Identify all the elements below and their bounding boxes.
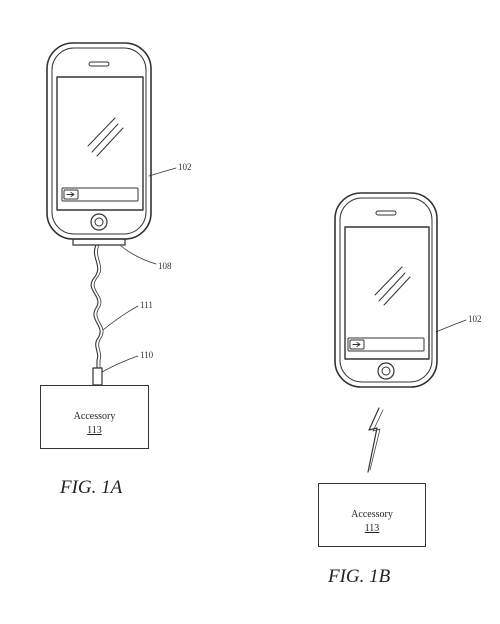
wireless-link-icon [367, 407, 380, 473]
fig1a-ref-device: 102 [178, 162, 192, 172]
fig1a-speaker-slot [88, 61, 110, 67]
fig1b-screen-glare [374, 266, 411, 306]
fig1b-home-button-inner [381, 366, 391, 376]
fig1a-accessory-label: Accessory [73, 411, 116, 422]
fig1b-accessory-box: Accessory 113 [318, 483, 426, 547]
fig1a-slide-bar [61, 187, 139, 202]
fig1a-dock-connector [72, 238, 126, 246]
fig1b-slide-bar [347, 337, 425, 352]
fig1b-accessory-label: Accessory [351, 509, 393, 520]
fig1b-accessory-number: 113 [364, 523, 380, 534]
fig1a-screen-glare [87, 117, 124, 157]
fig1b-home-button [377, 362, 395, 380]
fig1a-accessory-box: Accessory 113 [40, 385, 149, 449]
fig1a-phone [46, 42, 152, 246]
fig1b-phone [334, 192, 438, 388]
fig1a-cable [90, 244, 101, 369]
fig1b-caption: FIG. 1B [328, 566, 391, 587]
fig1b-slide-arrow-icon [349, 339, 365, 350]
fig1a-slide-arrow-icon [63, 189, 79, 200]
fig1a-ref-cable: 111 [140, 300, 153, 310]
fig1a-ref-plug: 110 [140, 350, 154, 360]
fig1a-home-button-inner [94, 217, 104, 227]
fig1b-speaker-slot [375, 210, 397, 216]
fig1a-caption: FIG. 1A [60, 477, 123, 498]
fig1b-ref-device: 102 [468, 314, 482, 324]
fig1a-plug [92, 367, 103, 386]
fig1a-home-button [90, 213, 108, 231]
fig1a-accessory-number: 113 [87, 425, 102, 436]
fig1a-ref-connector: 108 [158, 261, 172, 271]
